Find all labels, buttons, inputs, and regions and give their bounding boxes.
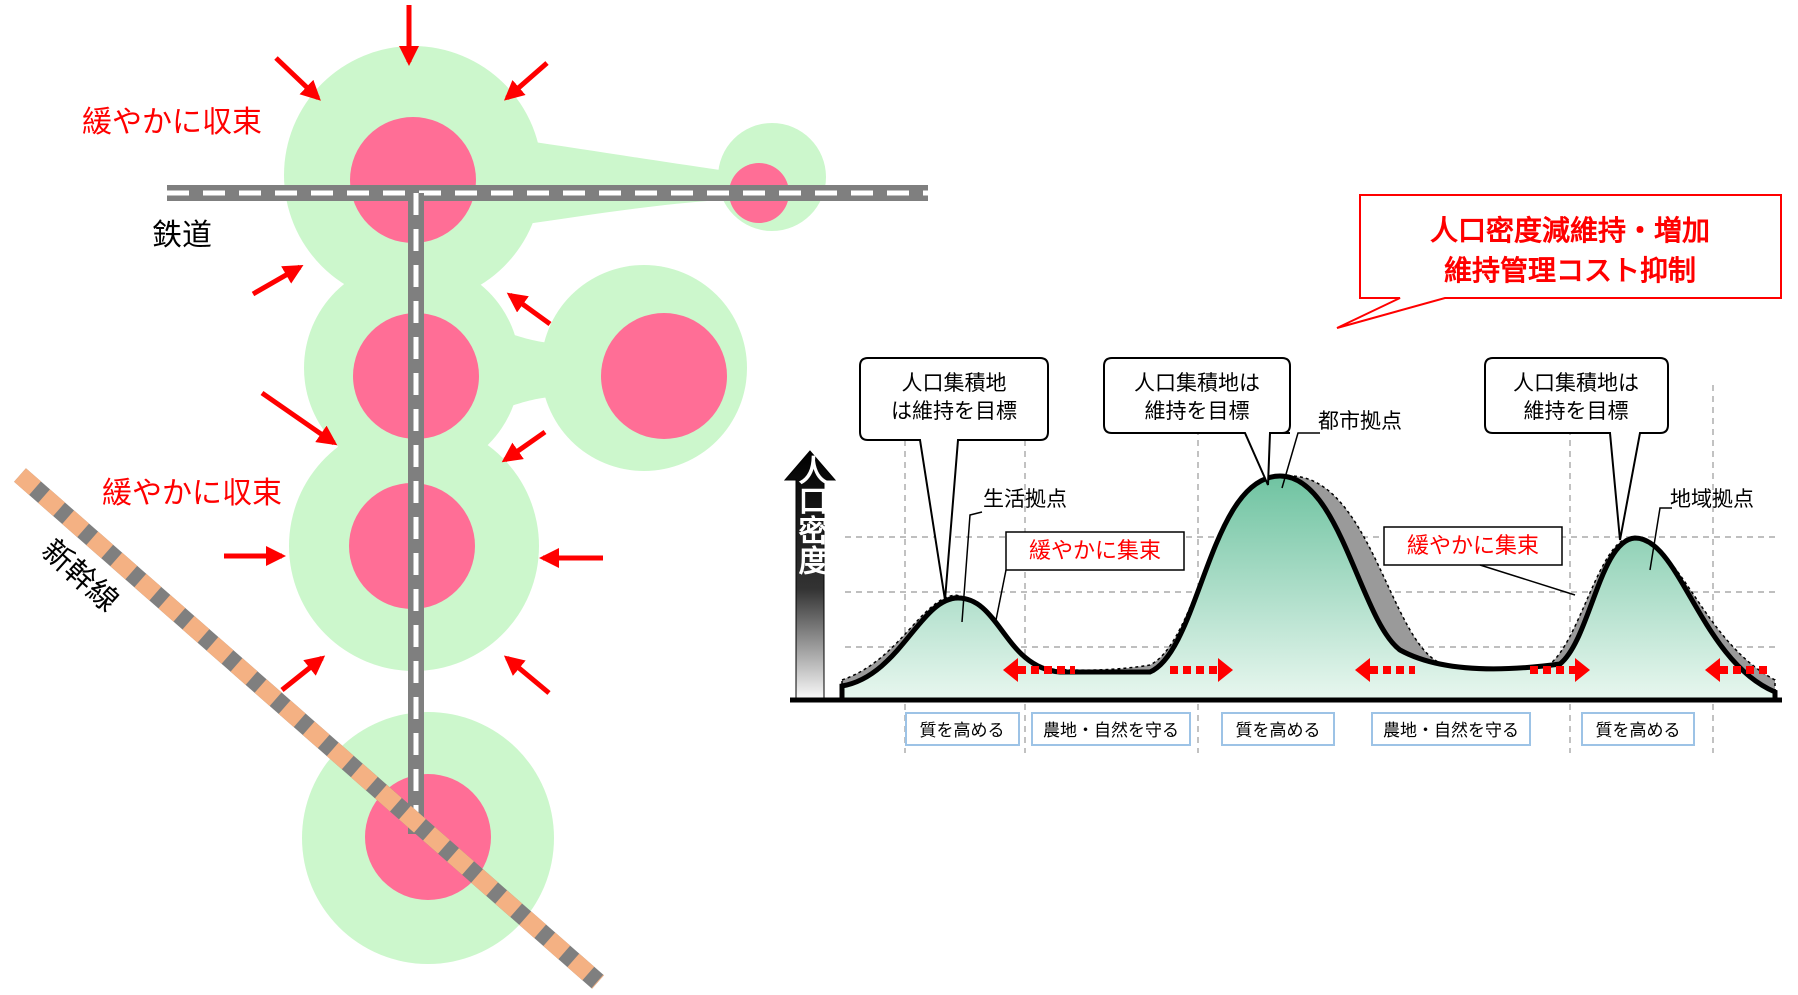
bubble-right: 人口集積地は 維持を目標 <box>1484 357 1669 541</box>
zone-label-3: 質を高める <box>1236 721 1321 741</box>
zone-box-3 <box>1221 712 1335 746</box>
zone-box-1 <box>905 712 1020 746</box>
converge-right-label: 緩やかに集束 <box>1407 534 1539 559</box>
zone-boxes: 質を高める 農地・自然を守る 質を高める 農地・自然を守る 質を高める <box>905 712 1695 746</box>
converge-label-mid: 緩やかに収束 <box>102 476 282 511</box>
peak-labels <box>961 432 1672 623</box>
zone-label-2: 農地・自然を守る <box>1043 721 1179 741</box>
bubble-left-line-2: は維持を目標 <box>891 399 1017 423</box>
converge-box-right: 緩やかに集束 <box>1383 526 1576 596</box>
peak-region-label: 地域拠点 <box>1670 487 1754 511</box>
bubble-left-line-1: 人口集積地 <box>902 371 1007 395</box>
zone-box-4 <box>1371 712 1531 746</box>
density-curve <box>839 473 1778 703</box>
peak-life-label: 生活拠点 <box>983 487 1067 511</box>
converge-arrows <box>1003 658 1770 682</box>
zone-label-4: 農地・自然を守る <box>1383 721 1519 741</box>
zone-label-1: 質を高める <box>920 721 1005 741</box>
callout-line-2: 維持管理コスト抑制 <box>1444 254 1696 287</box>
bubble-left: 人口集積地 は維持を目標 <box>859 357 1049 601</box>
zone-label-5: 質を高める <box>1596 721 1681 741</box>
left-map: 緩やかに収束 緩やかに収束 鉄道 新幹線 <box>14 5 928 989</box>
convergence-arrows <box>224 5 603 695</box>
railway-line <box>167 185 928 834</box>
bubble-center-line-1: 人口集積地は <box>1134 371 1260 395</box>
zone-box-2 <box>1031 712 1191 746</box>
converge-left-label: 緩やかに集束 <box>1029 539 1161 564</box>
railway-label: 鉄道 <box>152 218 212 253</box>
converge-box-left: 緩やかに集束 <box>995 531 1185 621</box>
zone-box-5 <box>1581 712 1695 746</box>
y-axis-label: 人口密度 <box>793 455 829 576</box>
density-graph: 人口密度減維持・増加 維持管理コスト抑制 人口密度 <box>783 194 1782 753</box>
converge-label-top: 緩やかに収束 <box>82 105 262 140</box>
bubble-right-line-2: 維持を目標 <box>1524 399 1629 423</box>
shinkansen-line <box>14 468 604 989</box>
bubble-right-line-1: 人口集積地は <box>1513 371 1639 395</box>
bubble-center: 人口集積地は 維持を目標 <box>1103 357 1291 486</box>
bubble-center-line-2: 維持を目標 <box>1145 399 1250 423</box>
y-axis-arrow: 人口密度 <box>783 450 837 703</box>
callout-line-1: 人口密度減維持・増加 <box>1430 214 1710 247</box>
peak-city-label: 都市拠点 <box>1318 409 1402 433</box>
callout-box: 人口密度減維持・増加 維持管理コスト抑制 <box>1336 194 1782 329</box>
